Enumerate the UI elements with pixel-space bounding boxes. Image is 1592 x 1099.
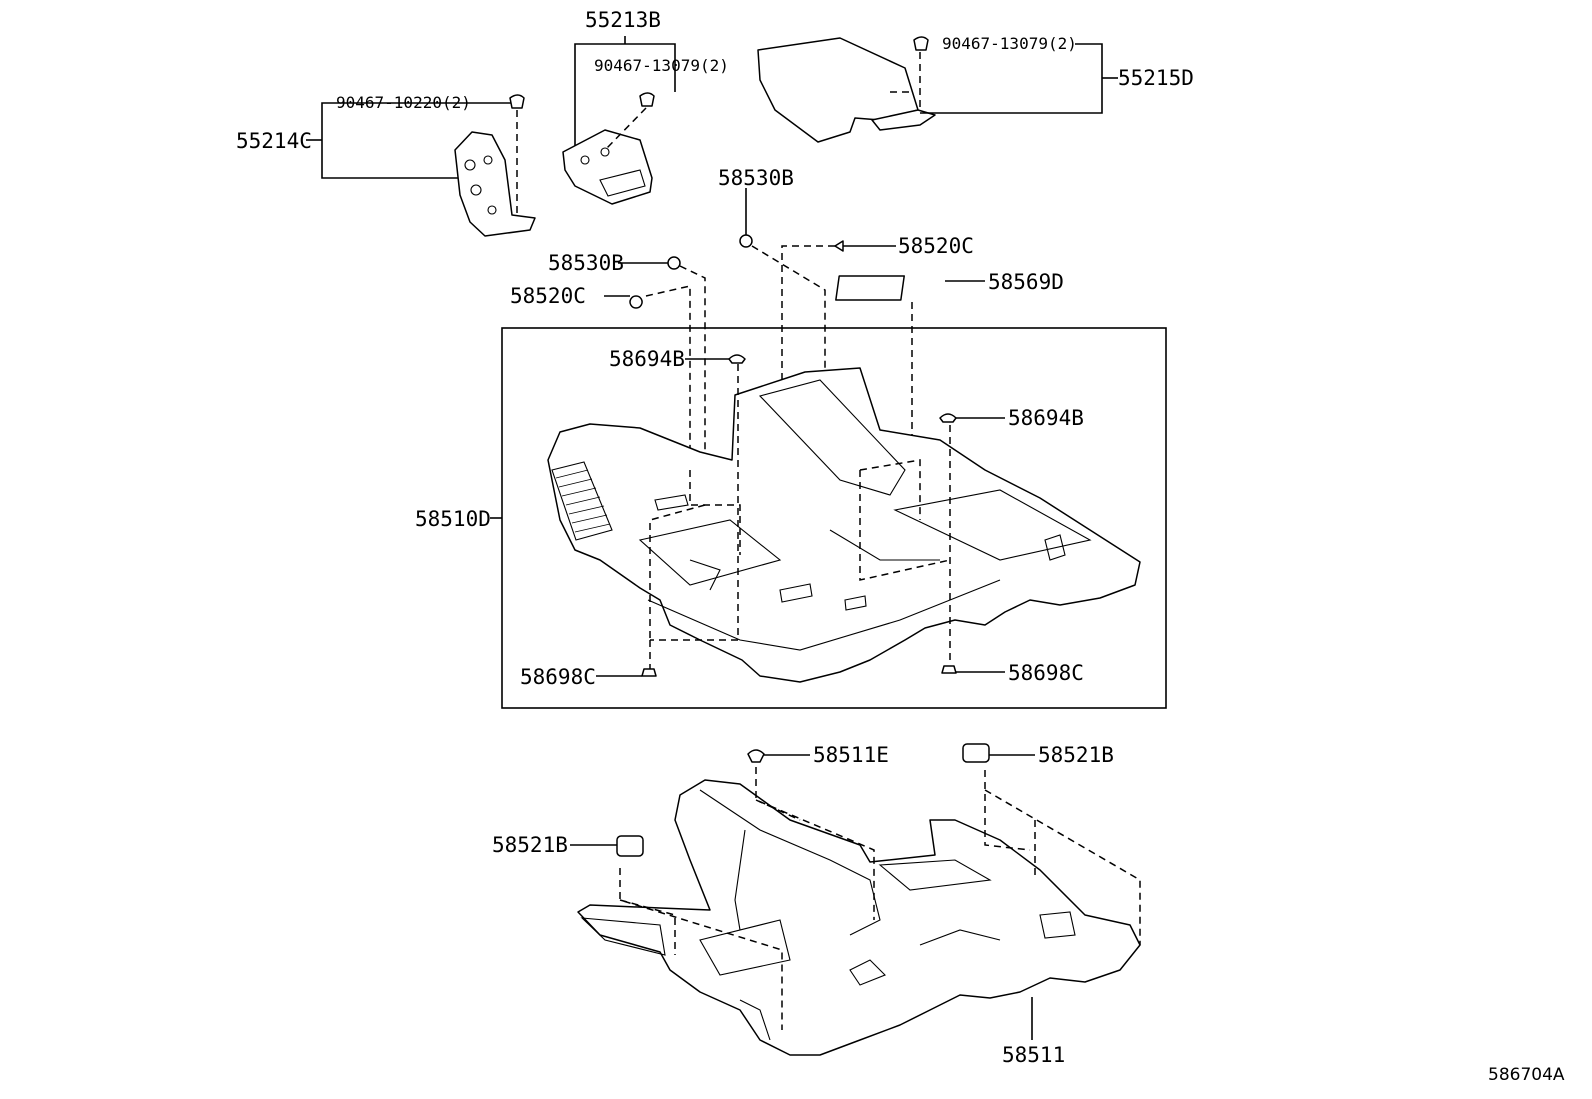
label-55215d: 55215D <box>1118 66 1194 90</box>
label-58521b-right: 58521B <box>1038 743 1114 767</box>
label-55213b: 55213B <box>585 8 661 32</box>
carpet-lower-assembly <box>577 779 1141 1056</box>
clip-90467-13079-left <box>639 92 655 107</box>
trim-58569d <box>835 275 905 301</box>
clip-90467-10220 <box>509 94 525 109</box>
label-58694b-right: 58694B <box>1008 406 1084 430</box>
clip-58530b-top <box>739 234 753 248</box>
label-58520c-right: 58520C <box>898 234 974 258</box>
part-55213b-group <box>562 36 676 205</box>
floor-mat-piece-front-left <box>562 129 653 205</box>
label-58698c-left: 58698C <box>520 665 596 689</box>
clip-58521b-left <box>616 835 644 857</box>
label-58530b-top: 58530B <box>718 166 794 190</box>
part-55214c-group <box>306 94 536 237</box>
label-90467-13079-left: 90467-13079(2) <box>594 56 729 75</box>
carpet-hatch <box>555 469 611 533</box>
carpet-58510d <box>547 367 1141 683</box>
label-58510d: 58510D <box>415 507 491 531</box>
label-58530b-left: 58530B <box>548 251 624 275</box>
label-58511: 58511 <box>1002 1043 1065 1067</box>
screw-58520c-right <box>834 240 844 252</box>
floor-mat-piece-rear <box>757 37 919 143</box>
clip-58511e <box>747 749 765 763</box>
label-58521b-left: 58521B <box>492 833 568 857</box>
label-58694b-left: 58694B <box>609 347 685 371</box>
diagram-reference-number: 586704A <box>1488 1065 1565 1085</box>
screw-58520c-left <box>629 295 643 309</box>
label-90467-13079-right: 90467-13079(2) <box>942 34 1077 53</box>
carpet-assembly <box>547 367 1141 683</box>
label-55214c: 55214C <box>236 129 312 153</box>
clip-58694b-right <box>939 413 957 423</box>
label-58569d: 58569D <box>988 270 1064 294</box>
clip-58694b-left <box>728 354 746 364</box>
carpet-58511 <box>577 779 1141 1056</box>
clip-58530b-left <box>667 256 681 270</box>
label-58520c-left: 58520C <box>510 284 586 308</box>
clip-58698c-left <box>641 668 657 677</box>
bracket-55214c <box>454 131 536 237</box>
label-58511e: 58511E <box>813 743 889 767</box>
clip-90467-13079-right <box>913 36 929 51</box>
part-55215d-group <box>757 36 1118 143</box>
label-90467-10220: 90467-10220(2) <box>336 93 471 112</box>
clip-58521b-right <box>962 743 990 763</box>
clip-58698c-right <box>941 665 957 674</box>
label-58698c-right: 58698C <box>1008 661 1084 685</box>
